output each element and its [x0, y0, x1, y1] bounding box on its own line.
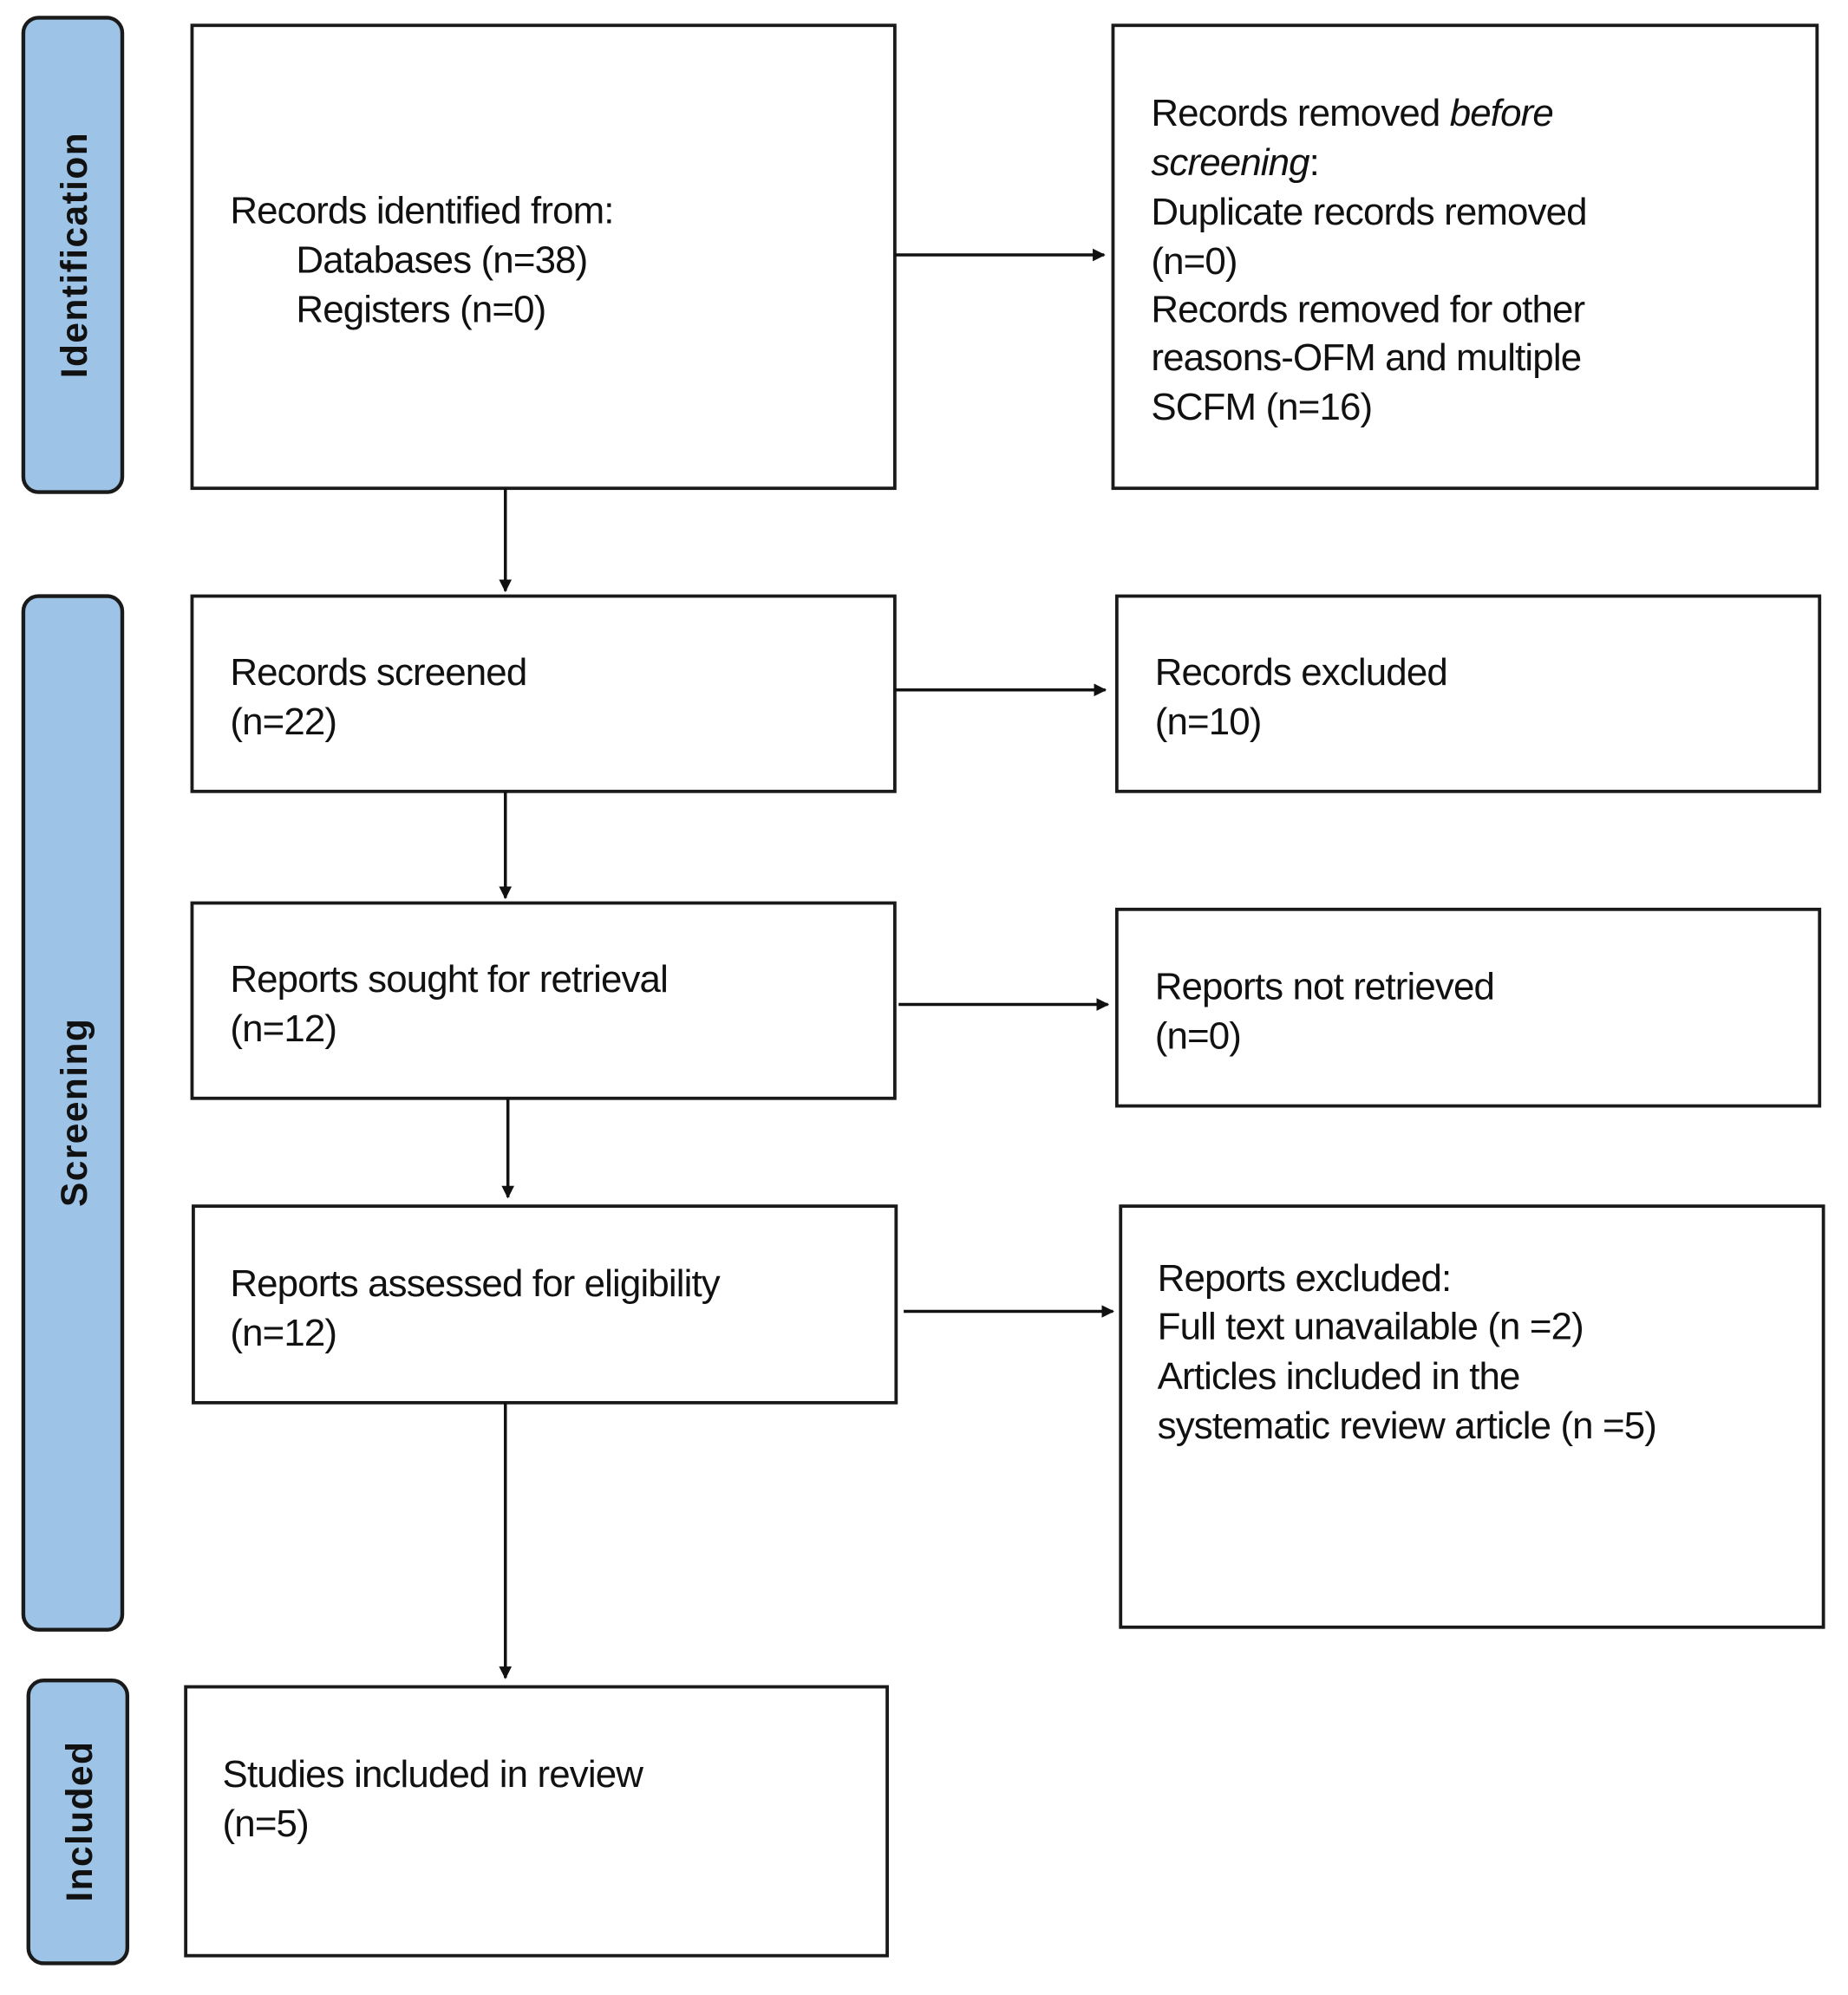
phase-included [26, 1679, 130, 1966]
reports-excluded-line-2: Full text unavailable (n =2) [1158, 1306, 1584, 1348]
box-records-identified [190, 23, 897, 491]
box-records-removed-before-screening [1111, 23, 1819, 491]
phase-identification-label: Identification [54, 132, 95, 378]
removed-line-4: (n=0) [1151, 240, 1237, 283]
studies-included-title: Studies included in review [223, 1753, 644, 1796]
identified-databases: Databases (n=38) [296, 239, 587, 282]
removed-line-1b: before [1450, 92, 1553, 134]
phase-included-label: Included [59, 1741, 100, 1902]
box-reports-not-retrieved [1114, 907, 1822, 1108]
screened-title: Records screened [230, 651, 526, 694]
phase-identification [21, 16, 125, 494]
removed-line-7: SCFM (n=16) [1151, 386, 1372, 428]
assessed-count: (n=12) [230, 1312, 336, 1354]
removed-line-5: Records removed for other [1151, 289, 1584, 331]
box-records-excluded [1114, 594, 1822, 793]
identified-registers: Registers (n=0) [296, 289, 545, 331]
box-reports-sought [190, 901, 897, 1100]
assessed-title: Reports assessed for eligibility [230, 1262, 720, 1305]
box-reports-assessed [192, 1204, 898, 1405]
not-retrieved-count: (n=0) [1155, 1015, 1241, 1058]
box-studies-included [184, 1685, 889, 1958]
reports-excluded-line-4: systematic review article (n =5) [1158, 1405, 1656, 1447]
removed-line-2b: : [1309, 141, 1319, 184]
sought-count: (n=12) [230, 1007, 336, 1050]
identified-title: Records identified from: [230, 189, 613, 231]
removed-line-1: Records removed before [1151, 92, 1553, 134]
studies-included-count: (n=5) [223, 1803, 309, 1845]
reports-excluded-title: Reports excluded: [1158, 1257, 1452, 1300]
phase-screening-label: Screening [54, 1018, 95, 1207]
reports-excluded-line-3: Articles included in the [1158, 1355, 1520, 1398]
removed-line-2a: screening [1151, 141, 1310, 184]
not-retrieved-title: Reports not retrieved [1155, 966, 1494, 1008]
excluded-title: Records excluded [1155, 651, 1447, 694]
removed-line-3: Duplicate records removed [1151, 191, 1586, 233]
removed-line-6: reasons-OFM and multiple [1151, 336, 1581, 379]
screened-count: (n=22) [230, 701, 336, 743]
phase-screening [21, 594, 125, 1632]
box-reports-excluded [1119, 1204, 1825, 1629]
excluded-count: (n=10) [1155, 701, 1262, 743]
removed-line-2: screening: [1151, 141, 1319, 184]
removed-line-1a: Records removed [1151, 92, 1449, 134]
sought-title: Reports sought for retrieval [230, 958, 668, 1001]
box-records-screened [190, 594, 897, 793]
